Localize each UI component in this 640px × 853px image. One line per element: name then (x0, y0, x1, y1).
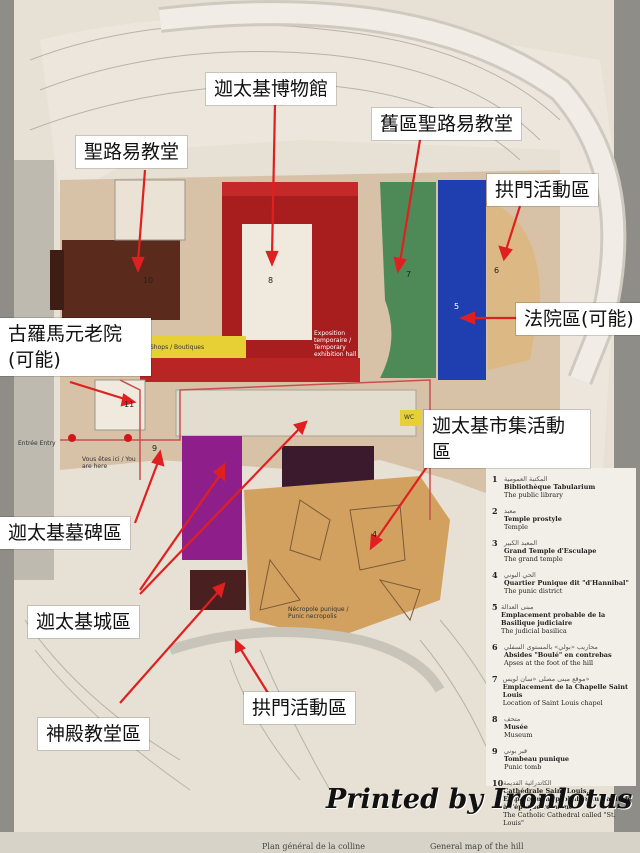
legend-item-number: 3 (492, 538, 498, 548)
marker-9: 9 (152, 444, 158, 453)
legend-item-arabic: موقع مبنى مصلى «سان لويس» (502, 675, 590, 683)
legend-item-english: The grand temple (504, 555, 563, 563)
legend-item-french: Cathédrale Saint Louis, Emplacement prob… (503, 787, 632, 811)
legend-item-french: Grand Temple d'Esculape (504, 547, 597, 555)
legend-item-english: Museum (504, 731, 533, 739)
legend-item-arabic: متحف (504, 715, 521, 723)
legend-item-number: 8 (492, 714, 498, 724)
legend-item-arabic: محاريب «بولي» بالمستوى السفلي (504, 643, 598, 651)
legend-item-number: 7 (492, 674, 498, 684)
legend-item-arabic: الحي البوني (504, 571, 536, 579)
legend-item-french: Tombeau punique (504, 755, 570, 763)
legend-item-english: The punic district (504, 587, 563, 595)
legend-item-english: Location of Saint Louis chapel (502, 699, 603, 707)
watermark-text: Printed by Ironlotus (326, 784, 633, 815)
legend-item-number: 6 (492, 642, 498, 652)
legend-item-french: Emplacement de la Chapelle Saint Louis (502, 683, 628, 699)
legend-item-arabic: معبد (504, 507, 516, 515)
label-arch-area-top: 拱門活動區 (487, 174, 599, 206)
label-market-area: 迦太基市集活動區 (424, 410, 590, 468)
legend-item-english: Punic tomb (504, 763, 542, 771)
marker-6: 6 (494, 266, 500, 275)
legend-item-english: The Catholic Cathedral called "St. Louis… (503, 811, 616, 827)
legend-item-french: Emplacement probable de la Basilique jud… (500, 611, 606, 627)
legend-item-arabic: مبنى العدالة (500, 603, 534, 611)
marker-7: 7 (406, 270, 412, 279)
legend-item-french: Quartier Punique dit "d'Hannibal" (504, 579, 629, 587)
entry-label: Entrée Entry (18, 440, 56, 447)
legend-item-english: Apses at the foot of the hill (504, 659, 594, 667)
label-temple-church: 神殿教堂區 (38, 718, 150, 750)
you-are-here-label: Vous êtes ici / You are here (82, 456, 136, 470)
marker-5: 5 (454, 302, 460, 311)
legend-item-number: 5 (492, 602, 498, 612)
plan-title-fr: Plan général de la colline (262, 842, 365, 851)
label-court-area: 法院區(可能) (516, 303, 640, 335)
legend-item-number: 10 (492, 778, 504, 788)
cathedral-building (62, 240, 180, 320)
label-st-louis-church: 聖路易教堂 (76, 136, 188, 168)
legend-item-english: Temple (504, 523, 528, 531)
necropolis-label: Nécropole punique / Punic necropolis (288, 606, 349, 620)
shops-label: Shops / Boutiques (150, 344, 205, 351)
plan-title-en: General map of the hill (430, 842, 524, 851)
label-city-area: 迦太基城區 (28, 606, 140, 638)
temp-exhibition-label: Exposition temporaire / Temporary exhibi… (314, 330, 357, 358)
legend-item-number: 1 (492, 474, 498, 484)
label-stele-area: 迦太基墓碑區 (0, 517, 131, 549)
legend-item-french: Bibliothèque Tabularium (504, 483, 596, 491)
legend-item-number: 2 (492, 506, 498, 516)
legend-item-french: Absides "Boulé" en contrebas (504, 651, 612, 659)
garden-area (380, 182, 436, 378)
label-old-st-louis: 舊區聖路易教堂 (372, 108, 522, 140)
legend-item-english: The public library (504, 491, 563, 499)
marker-8: 8 (268, 276, 274, 285)
legend-item-number: 4 (492, 570, 498, 580)
marker-10: 10 (143, 276, 154, 285)
legend-item-arabic: قبر بوني (504, 747, 528, 755)
legend-item-arabic: المكتبة العمومية (504, 475, 548, 483)
legend-item-text: موقع مبنى مصلى «سان لويس»Emplacement de … (503, 675, 634, 707)
pointer-arrows (69, 103, 522, 704)
legend-item: 7 موقع مبنى مصلى «سان لويس»Emplacement de… (492, 675, 634, 707)
legend-item-english: The judicial basilica (500, 627, 567, 635)
legend-item-french: Temple prostyle (504, 515, 562, 523)
punic-district (244, 476, 450, 640)
wc-label: WC (404, 414, 415, 421)
legend-item-number: 9 (492, 746, 498, 756)
legend-item-arabic: الكاتدرائية القديمة (503, 779, 552, 787)
legend-item-arabic: المعبد الكبير (504, 539, 538, 547)
label-carthage-museum: 迦太基博物館 (206, 73, 337, 105)
marker-4: 4 (372, 530, 378, 539)
legend-item-french: Musée (504, 723, 528, 731)
marker-11: 11 (124, 400, 135, 409)
label-roman-senate: 古羅馬元老院(可能) (0, 318, 151, 376)
label-arch-area-bottom: 拱門活動區 (244, 692, 356, 724)
court-building (438, 180, 486, 380)
